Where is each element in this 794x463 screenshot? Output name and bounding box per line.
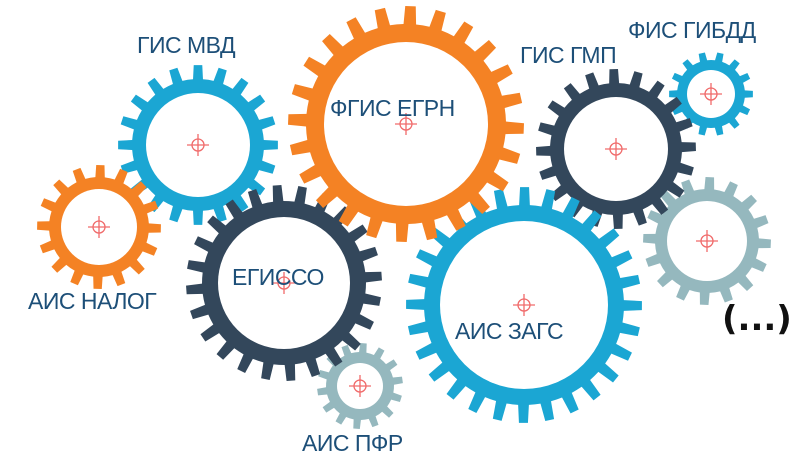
gear-label-ais-nalog: АИС НАЛОГ <box>28 288 157 314</box>
gear-label-gis-gmp: ГИС ГМП <box>520 42 617 68</box>
gear-icon <box>406 187 642 423</box>
gear-label-fis-gibdd: ФИС ГИБДД <box>628 17 756 43</box>
gear-icon <box>118 65 278 225</box>
crosshair-icon <box>513 294 535 316</box>
gear-label-gis-mvd: ГИС МВД <box>137 32 236 58</box>
gear-icon <box>536 69 696 229</box>
crosshair-icon <box>88 216 110 238</box>
gear-icon <box>37 165 161 289</box>
gear-icon <box>186 185 382 381</box>
gear-icon <box>317 343 403 429</box>
crosshair-icon <box>187 134 209 156</box>
gear-label-ais-zags: АИС ЗАГС <box>455 318 564 344</box>
crosshair-icon <box>273 272 295 294</box>
gear-label-ais-pfr: АИС ПФР <box>302 430 403 456</box>
crosshair-icon <box>605 138 627 160</box>
gear-icon <box>669 52 753 136</box>
crosshair-icon <box>700 83 722 105</box>
crosshair-icon <box>349 375 371 397</box>
crosshair-icon <box>696 230 718 252</box>
crosshair-icon <box>395 113 417 135</box>
gear-icon <box>643 177 771 305</box>
gear-label-egisso: ЕГИССО <box>232 264 324 290</box>
gear-icon <box>288 6 524 242</box>
more-ellipsis: (...) <box>722 299 792 339</box>
gear-label-fgis-egrn: ФГИС ЕГРН <box>330 95 455 121</box>
